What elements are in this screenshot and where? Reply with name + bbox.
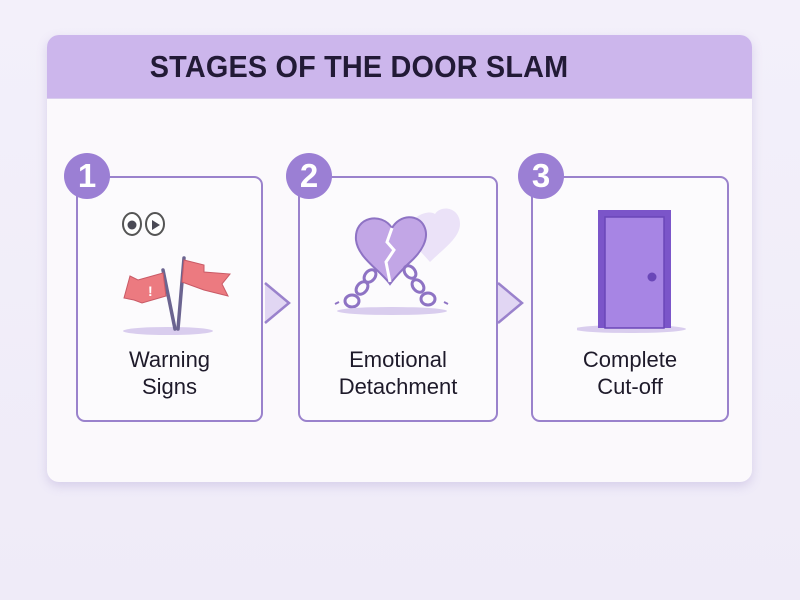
svg-text:!: ! [148, 283, 153, 299]
stage-label-line1: Emotional [349, 347, 447, 372]
stage-card-1: ! Warning Signs [76, 176, 263, 422]
diagram-title: STAGES OF THE DOOR SLAM [150, 48, 569, 84]
stage-label-line2: Signs [141, 374, 198, 399]
stage-card-3: Complete Cut-off [531, 176, 729, 422]
stage-label-line2: Cut-off [597, 374, 663, 399]
stage-label-3: Complete Cut-off [533, 346, 727, 400]
arrow-right-icon [264, 282, 291, 324]
stage-number-badge-1: 1 [64, 153, 110, 199]
stage-label-line2: Detachment [338, 374, 458, 399]
arrow-right-icon [497, 282, 524, 324]
red-flags-with-eyes-icon: ! [122, 212, 231, 335]
broken-heart-chains-icon [334, 208, 460, 315]
stage-label-2: Emotional Detachment [300, 346, 496, 400]
closed-door-icon [577, 210, 686, 333]
stage-label-1: Warning Signs [78, 346, 261, 400]
stage-card-2: Emotional Detachment [298, 176, 498, 422]
stage-label-line1: Complete [582, 347, 678, 372]
stage-number-badge-3: 3 [518, 153, 564, 199]
stage-label-line1: Warning [128, 347, 211, 372]
panel-header: STAGES OF THE DOOR SLAM [47, 35, 752, 99]
stage-number-badge-2: 2 [286, 153, 332, 199]
